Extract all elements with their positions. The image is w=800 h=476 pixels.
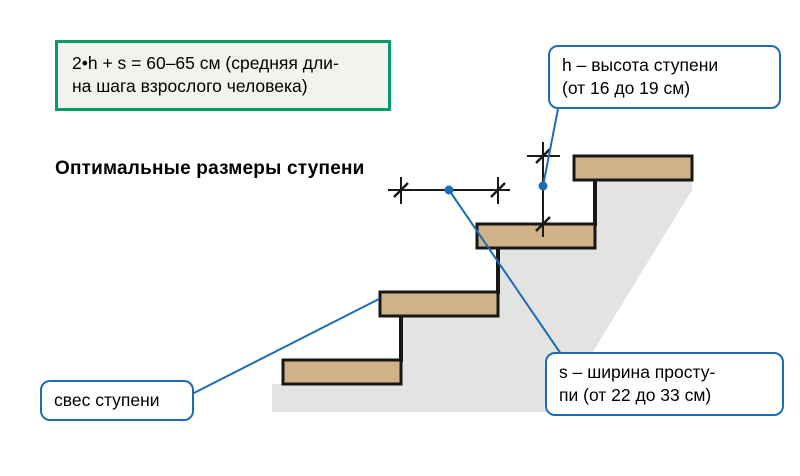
callout-line-overhang [187,298,380,397]
callout-tread-width: s – ширина просту- пи (от 22 до 33 см) [545,352,784,417]
formula-line-2: на шага взрослого человека) [72,76,308,97]
tread-width-line-2: пи (от 22 до 33 см) [559,385,712,406]
formula-line-1: 2•h + s = 60–65 см (средняя дли- [72,53,339,73]
stair-tread-2 [378,290,500,318]
step-height-line-2: (от 16 до 19 см) [562,78,691,99]
stair-tread-3 [475,222,597,250]
callout-line-tread-width [448,189,562,355]
stair-tread-4 [572,154,694,182]
tread-width-line-1: s – ширина просту- [559,362,716,382]
callout-step-overhang: свес ступени [40,380,194,422]
diagram-title: Оптимальные размеры ступени [55,158,365,179]
stair-tread-1 [281,358,403,386]
callout-anchor-dot-height [538,181,548,191]
callout-line-height [542,108,559,187]
formula-box: 2•h + s = 60–65 см (средняя дли- на шага… [55,40,391,111]
callout-step-height: h – высота ступени (от 16 до 19 см) [548,45,781,110]
callout-anchor-dot-tread-width [444,185,454,195]
step-height-line-1: h – высота ступени [562,55,719,75]
step-overhang-label: свес ступени [54,390,160,410]
